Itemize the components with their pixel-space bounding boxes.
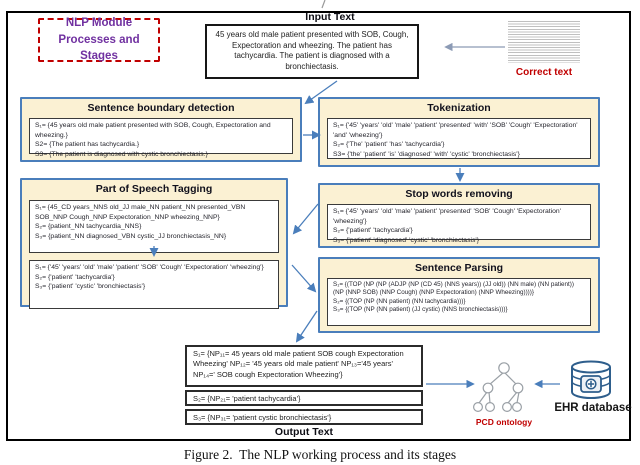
pos-untagged-line: S₃= {'patient' 'cystic' 'bronchiectasis'… [35, 283, 146, 291]
correct-text-label: Correct text [515, 67, 573, 78]
page-top-mark [321, 0, 326, 9]
stage-sentence-parsing: Sentence Parsing S₁= {(TOP (NP (NP (ADJP… [318, 257, 600, 333]
pos-tagged-line: S₃= {patient_NN diagnosed_VBN cystic_JJ … [35, 232, 227, 240]
input-text-box: 45 years old male patient presented with… [205, 24, 419, 79]
sbd-line: S2= {The patient has tachycardia.} [35, 141, 140, 149]
stage-title: Sentence Parsing [414, 262, 504, 274]
output-s3-box: S₃= {NP₃₁= 'patient cystic bronchiectasi… [185, 409, 423, 425]
stage-sentence-boundary-detection: Sentence boundary detection S₁= {45 year… [20, 97, 302, 162]
parsing-line: S₁= {(TOP (NP (NP (ADJP (NP (CD 45) (NNS… [333, 281, 574, 297]
stage-title: Part of Speech Tagging [95, 183, 213, 195]
figure-caption: Figure 2. The NLP working process and it… [183, 447, 457, 462]
stopwords-line: S₂= {'patient' 'tachycardia'} [333, 227, 413, 235]
output-text-label: Output Text [274, 426, 334, 438]
nlp-module-line2: Processes and Stages [58, 33, 140, 63]
stopwords-line: S₃= {'patient' 'diagnosed' 'cystic' 'bro… [333, 236, 479, 244]
pos-untagged-line: S₂= {'patient' 'tachycardia'} [35, 273, 115, 281]
nlp-module-line1: NLP Module [65, 17, 133, 29]
stage-content-box: S₁= {'45' 'years' 'old' 'male' 'patient'… [327, 204, 591, 244]
nlp-module-box: NLP Module Processes and Stages [38, 17, 160, 63]
pos-tagged-line: S₂= {patient_NN tachycardia_NNS} [35, 223, 142, 231]
parsing-line: S₂= {(TOP (NP (NN patient) (NN tachycard… [333, 297, 466, 305]
stage-title: Sentence boundary detection [87, 102, 235, 114]
pos-untagged-box: S₁= {'45' 'years' 'old' 'male' 'patient'… [29, 260, 279, 309]
tokenization-line: S3= {'the' 'patient' 'is' 'diagnosed' 'w… [333, 150, 520, 158]
stage-content-box: S₁= {(TOP (NP (NP (ADJP (NP (CD 45) (NNS… [327, 278, 591, 326]
pos-untagged-line: S₁= {'45' 'years' 'old' 'male' 'patient'… [35, 264, 264, 271]
database-cylinder-icon [571, 360, 611, 399]
input-text-label: Input Text [305, 11, 355, 23]
output-s1-box: S₁= {NP₁₁= 45 years old male patient SOB… [185, 345, 423, 387]
stage-content-box: S₁= {'45' 'years' 'old' 'male' 'patient'… [327, 118, 591, 159]
stage-part-of-speech-tagging: Part of Speech Tagging S₁= {45_CD years_… [20, 178, 288, 309]
stage-stop-words-removing: Stop words removing S₁= {'45' 'years' 'o… [318, 183, 600, 248]
tree-diagram-icon [473, 362, 524, 412]
document-text-thumbnail-icon [508, 21, 580, 63]
tokenization-line: S₁= {'45' 'years' 'old' 'male' 'patient'… [333, 122, 578, 139]
stopwords-line: S₁= {'45' 'years' 'old' 'male' 'patient'… [333, 208, 561, 225]
pos-tagged-box: S₁= {45_CD years_NNS old_JJ male_NN pati… [29, 200, 279, 253]
parsing-line: S₃= {(TOP (NP (NN patient) (JJ cystic) (… [333, 305, 508, 313]
stage-title: Stop words removing [405, 188, 513, 200]
stage-tokenization: Tokenization S₁= {'45' 'years' 'old' 'ma… [318, 97, 600, 167]
sbd-line: S₁= {45 years old male patient presented… [35, 122, 271, 139]
sbd-line: S3= {The patient is diagnosed with cysti… [35, 150, 208, 158]
ehr-database-label: EHR database [554, 402, 632, 414]
tokenization-line: S₂= {'The' 'patient' 'has' 'tachycardia'… [333, 141, 445, 149]
pcd-ontology-label: PCD ontology [475, 417, 533, 427]
output-s2-box: S₂= {NP₂₁= 'patient tachycardia'} [185, 390, 423, 406]
stage-content-box: S₁= {45 years old male patient presented… [29, 118, 293, 158]
stage-title: Tokenization [427, 102, 491, 114]
pos-tagged-line: S₁= {45_CD years_NNS old_JJ male_NN pati… [35, 204, 246, 221]
